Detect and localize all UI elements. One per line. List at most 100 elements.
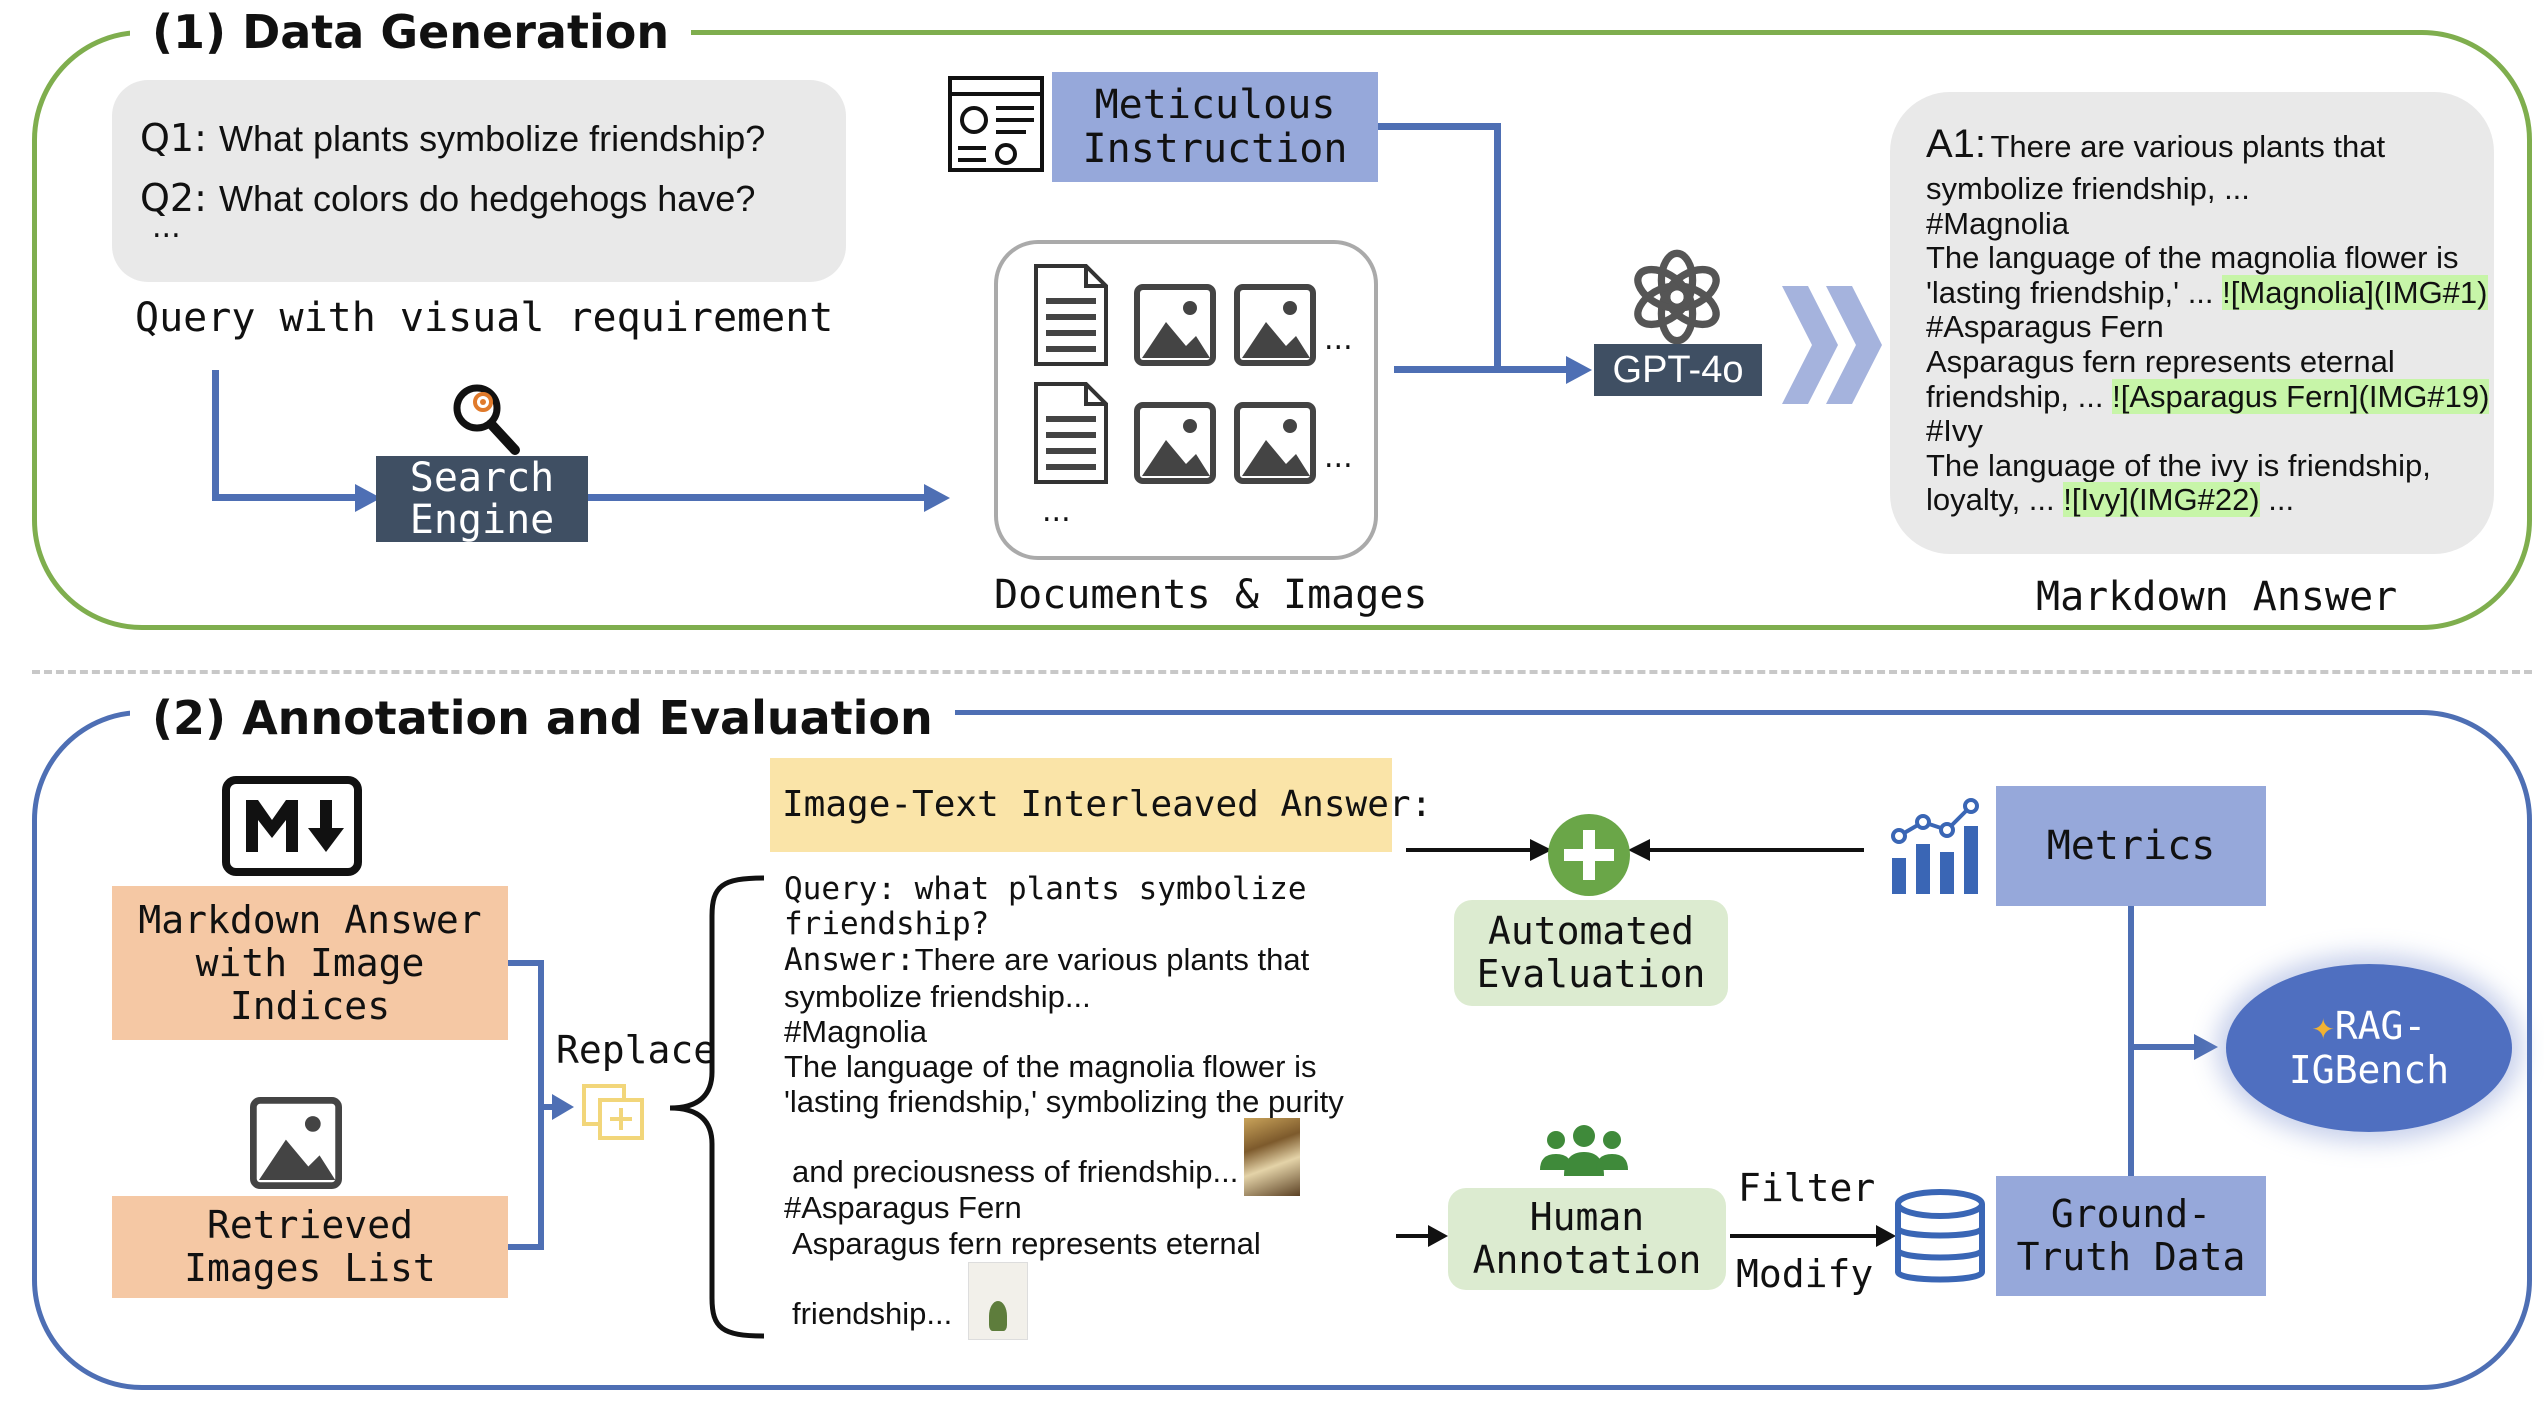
connector-bottom — [508, 1244, 544, 1250]
a1-label: A1: — [1926, 122, 1987, 166]
arrow-instr-right — [1378, 123, 1500, 130]
retrieved-images-box: Retrieved Images List — [112, 1196, 508, 1298]
arrowhead-search — [355, 484, 381, 512]
query-caption: Query with visual requirement — [135, 295, 834, 341]
arrow-answer-eval — [1406, 848, 1536, 852]
answer-line: Answer:There are various plants that — [784, 942, 1310, 979]
arrow-query-down — [212, 370, 219, 500]
image-icon — [250, 1097, 342, 1189]
arrowhead-eval-right — [1628, 839, 1650, 861]
answer-line: The language of the magnolia flower is — [784, 1049, 1317, 1085]
replace-label: Replace — [556, 1028, 717, 1072]
answer-line: #Ivy — [1926, 413, 1983, 449]
connector-metrics-gt — [2128, 906, 2134, 1176]
markdown-answer-caption: Markdown Answer — [2036, 574, 2398, 620]
interleaved-answer-body: Query: what plants symbolize friendship?… — [784, 871, 1344, 1119]
answer-first-line: A1: There are various plants that — [1926, 122, 2385, 167]
arrowhead-docs — [924, 484, 950, 512]
chevron-arrows-icon — [1782, 286, 1882, 404]
bar-chart-icon — [1891, 798, 1979, 894]
arrow-query-right — [212, 494, 362, 501]
answer-line: #Magnolia — [784, 1013, 928, 1049]
plus-circle-icon — [1548, 814, 1630, 896]
query-line: Query: what plants symbolize — [784, 871, 1307, 907]
arrow-metrics-eval — [1650, 848, 1864, 852]
search-gear-icon — [453, 384, 520, 455]
database-icon — [1895, 1189, 1985, 1283]
q1-text: What plants symbolize friendship? — [218, 118, 766, 159]
section2-title: (2) Annotation and Evaluation — [130, 688, 955, 748]
query-ellipsis: ... — [152, 210, 181, 245]
arrow-instr-down — [1494, 123, 1501, 373]
answer-line: #Asparagus Fern — [1926, 309, 2164, 345]
interleaved-answer-title: Image-Text Interleaved Answer: — [770, 758, 1432, 852]
answer-line: 'lasting friendship,' ... ![Magnolia](IM… — [1926, 274, 2488, 310]
query-box: Q1: What plants symbolize friendship? Q2… — [112, 80, 846, 282]
markdown-logo-icon — [222, 776, 362, 876]
fern-thumbnail — [968, 1262, 1028, 1340]
image-tag: ![Asparagus Fern](IMG#19) — [2112, 378, 2490, 414]
arrow-to-bench — [2128, 1044, 2198, 1050]
arrowhead-db — [1876, 1225, 1896, 1247]
rag-igbench-badge: ✦RAG- IGBench — [2226, 964, 2512, 1132]
arrow-human-db — [1730, 1234, 1880, 1238]
answer-body: symbolize friendship, ... #Magnolia The … — [1926, 171, 2490, 518]
arrowhead-gpt — [1566, 356, 1592, 384]
modify-label: Modify — [1736, 1252, 1874, 1296]
answer-line: symbolize friendship... — [784, 978, 1091, 1014]
search-engine-box: Search Engine — [376, 456, 588, 542]
arrow-search-docs — [588, 494, 928, 501]
answer-line: friendship... — [792, 1296, 953, 1331]
image-icon — [1134, 402, 1216, 484]
image-icon — [1234, 284, 1316, 366]
image-tag: ![Ivy](IMG#22) — [2063, 482, 2260, 518]
docs-ellipsis-3: ... — [1042, 494, 1071, 529]
arrowhead-eval-left — [1530, 839, 1552, 861]
answer-line: Asparagus fern represents eternal — [1926, 343, 2395, 379]
answer-line: symbolize friendship, ... — [1926, 171, 2250, 206]
instruction-line2: Instruction — [1082, 126, 1348, 172]
q1-label: Q1: — [140, 116, 207, 160]
answer-line: The language of the magnolia flower is — [1926, 240, 2459, 276]
data-generation-frame — [32, 30, 2532, 630]
documents-caption: Documents & Images — [994, 572, 1428, 618]
q2-label: Q2: — [140, 176, 207, 220]
arrow-answer-human — [1396, 1234, 1430, 1238]
image-tag: ![Magnolia](IMG#1) — [2222, 274, 2488, 310]
documents-box: ... ... ... — [994, 240, 1378, 560]
curly-brace — [669, 875, 765, 1339]
document-icon — [1034, 264, 1108, 366]
markdown-answer-box: A1: There are various plants that symbol… — [1890, 92, 2494, 554]
ground-truth-box: Ground- Truth Data — [1996, 1176, 2266, 1296]
filter-label: Filter — [1738, 1166, 1876, 1210]
answer-line: loyalty, ... ![Ivy](IMG#22) ... — [1926, 482, 2295, 518]
image-icon — [1234, 402, 1316, 484]
metrics-box: Metrics — [1996, 786, 2266, 906]
answer-line: The language of the ivy is friendship, — [1926, 447, 2431, 483]
docs-ellipsis-2: ... — [1324, 440, 1353, 475]
instruction-doc-icon — [948, 76, 1044, 172]
q2-text: What colors do hedgehogs have? — [218, 178, 756, 219]
instruction-box: Meticulous Instruction — [1052, 72, 1378, 182]
answer-line: and preciousness of friendship... — [792, 1154, 1239, 1189]
replace-copy-icon — [582, 1084, 644, 1140]
annotation-frame — [32, 710, 2532, 1390]
document-icon — [1034, 382, 1108, 484]
answer-line: #Asparagus Fern — [784, 1190, 1022, 1225]
markdown-indices-box: Markdown Answer with Image Indices — [112, 886, 508, 1040]
answer-line: Asparagus fern represents eternal — [792, 1226, 1261, 1261]
automated-evaluation-box: Automated Evaluation — [1454, 900, 1728, 1006]
section1-title: (1) Data Generation — [130, 2, 692, 62]
human-annotation-box: Human Annotation — [1448, 1188, 1726, 1290]
search-engine-line2: Engine — [409, 497, 555, 543]
arrowhead-bench — [2194, 1034, 2218, 1060]
image-icon — [1134, 284, 1216, 366]
instruction-line1: Meticulous — [1094, 82, 1336, 128]
connector-mid — [538, 1104, 556, 1110]
answer-line: #Magnolia — [1926, 205, 2070, 241]
search-engine-line1: Search — [409, 455, 555, 501]
query-2: Q2: What colors do hedgehogs have? — [140, 176, 755, 220]
docs-ellipsis-1: ... — [1324, 322, 1353, 357]
party-popper-icon: ✦ — [2311, 1004, 2335, 1048]
connector-top — [508, 960, 544, 966]
